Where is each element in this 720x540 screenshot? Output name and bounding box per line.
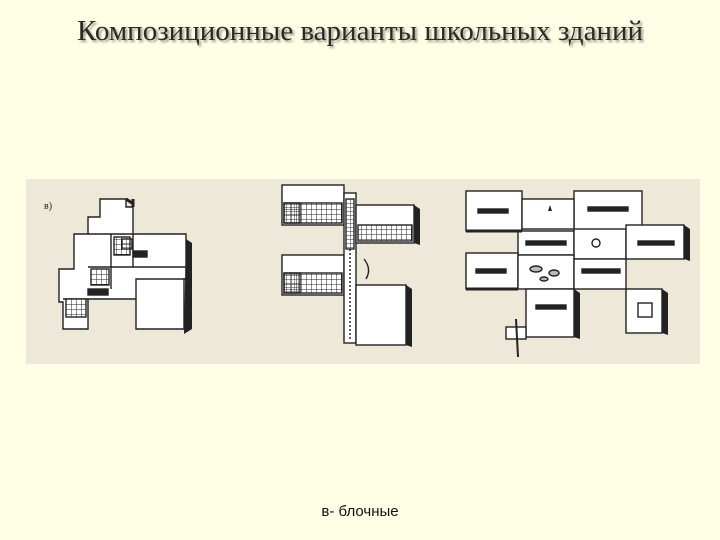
plan-variant-3 [465, 190, 690, 358]
figure-caption: в- блочные [321, 503, 399, 520]
school-plans-figure: в) [26, 179, 700, 364]
plan-variant-1 [58, 197, 192, 334]
figure-label: в) [44, 201, 52, 212]
plan-variant-2 [281, 184, 420, 347]
slide-title: Композиционные варианты школьных зданий [76, 15, 643, 47]
